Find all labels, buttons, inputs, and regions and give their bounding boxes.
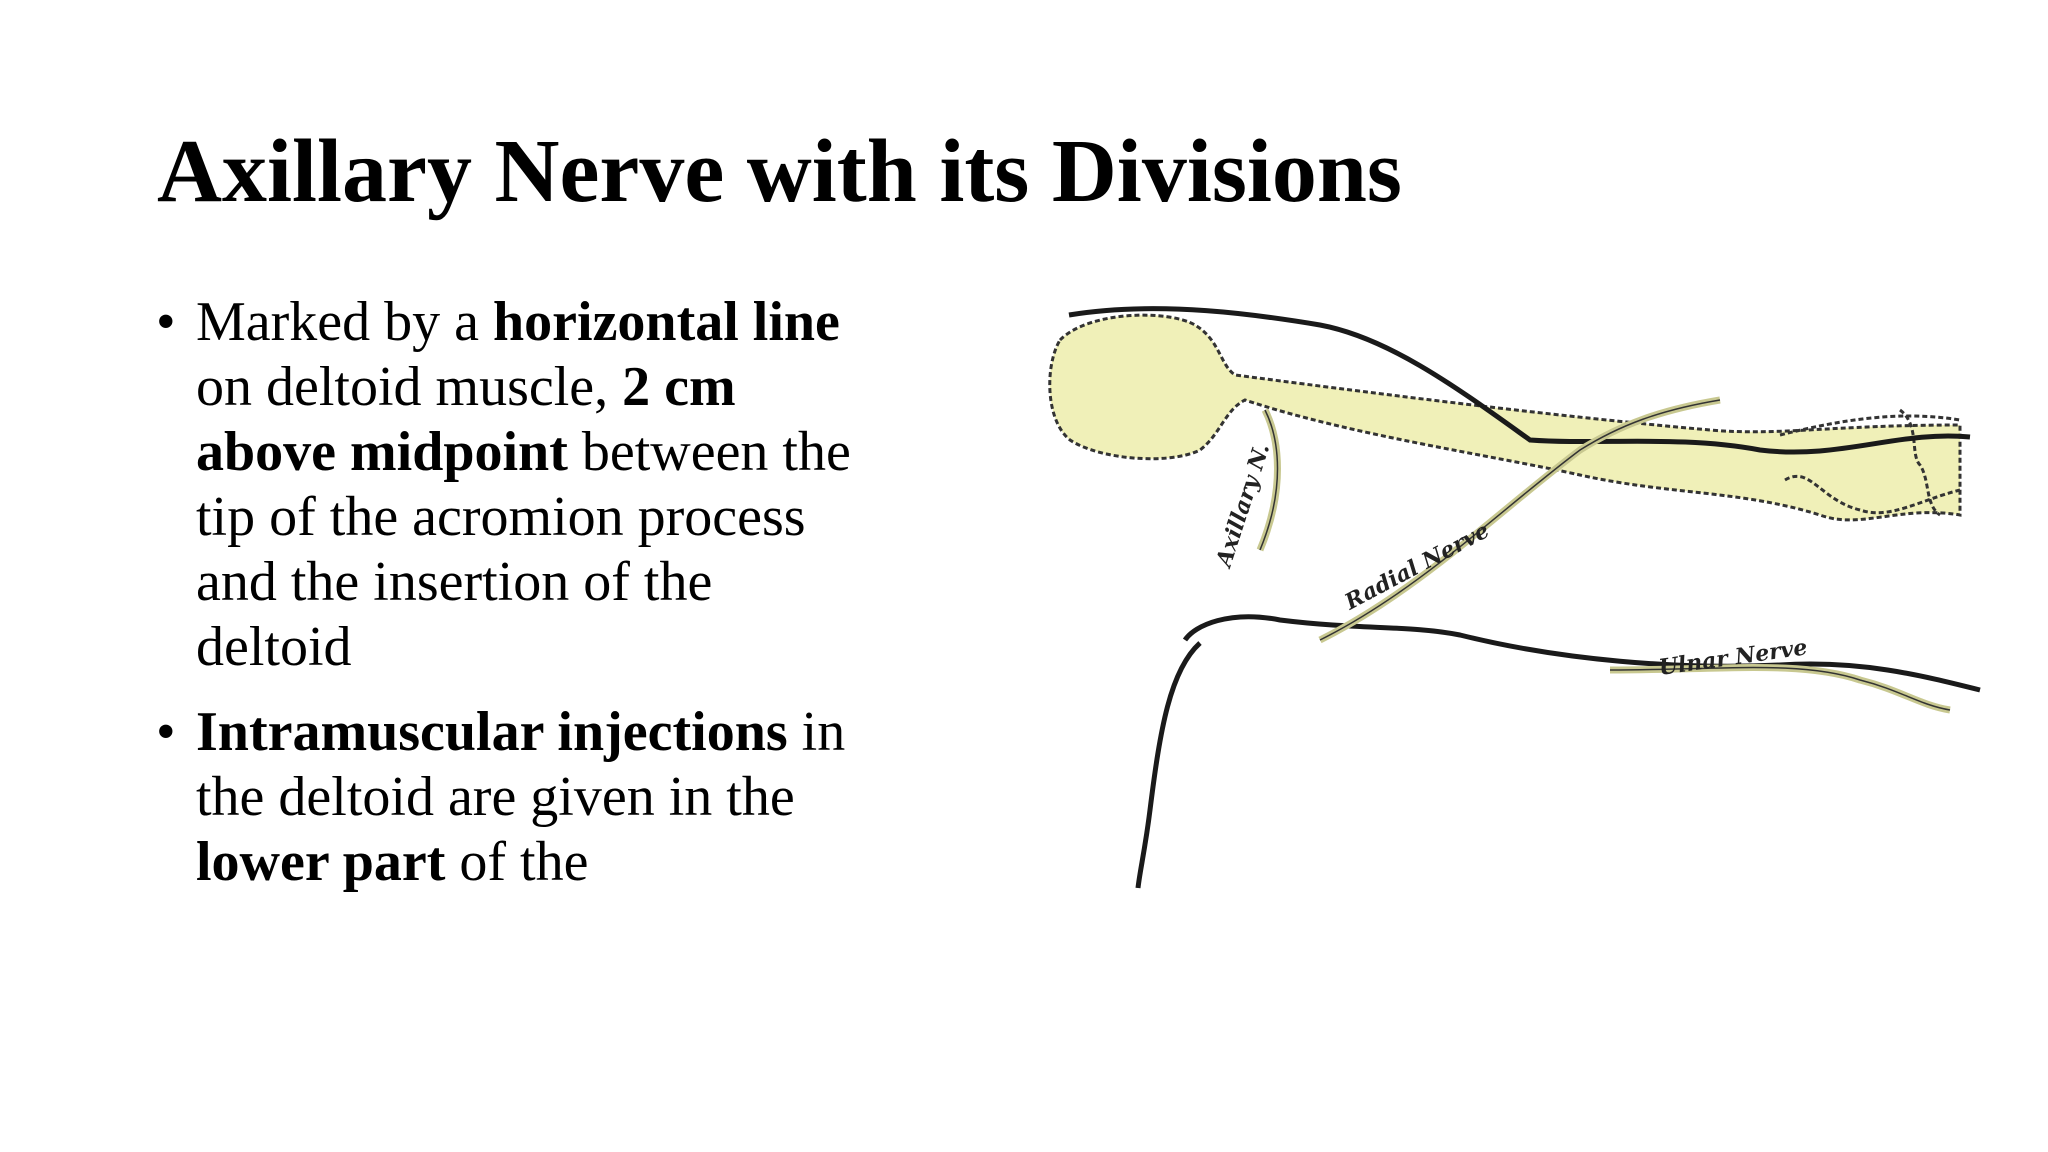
- forearm-bone: [1779, 414, 1961, 515]
- bullet-marker: •: [156, 291, 176, 353]
- bullet-text: between the tip of the acromion process …: [196, 421, 851, 678]
- torso-outline: [1135, 641, 1202, 889]
- arm-nerve-illustration: Axillary N. Radial Nerve Ulnar Nerve: [1020, 250, 2020, 910]
- arm-lower-outline: [1182, 614, 1981, 693]
- axillary-nerve-label: Axillary N.: [1210, 440, 1275, 572]
- bullet-bold-text: horizontal line: [493, 291, 840, 353]
- bullet-text: on deltoid muscle,: [196, 356, 623, 418]
- arm-diagram: Axillary N. Radial Nerve Ulnar Nerve: [1048, 306, 1981, 889]
- bullet-bold-text: 2 cm above midpoint: [196, 356, 736, 483]
- bullet-list: • Marked by a horizontal line on deltoid …: [150, 290, 870, 915]
- bullet-item: • Intramuscular injections in the deltoid…: [150, 700, 870, 895]
- arm-upper-outline: [1068, 306, 1971, 455]
- radial-nerve-label: Radial Nerve: [1340, 517, 1494, 615]
- bullet-item: • Marked by a horizontal line on deltoid …: [150, 290, 870, 680]
- bullet-text: Marked by a: [196, 291, 494, 353]
- bullet-marker: •: [156, 701, 176, 763]
- bullet-text: in the deltoid are given in the: [196, 701, 846, 828]
- bullet-text: of the: [445, 831, 589, 893]
- slide-title: Axillary Nerve with its Divisions: [157, 122, 1402, 221]
- ulnar-nerve-label: Ulnar Nerve: [1657, 634, 1809, 681]
- humerus-bone: [1048, 313, 1962, 522]
- bullet-bold-text: lower part: [196, 831, 446, 893]
- elbow-joint: [1899, 408, 1941, 517]
- bullet-bold-text: Intramuscular injections: [196, 701, 788, 763]
